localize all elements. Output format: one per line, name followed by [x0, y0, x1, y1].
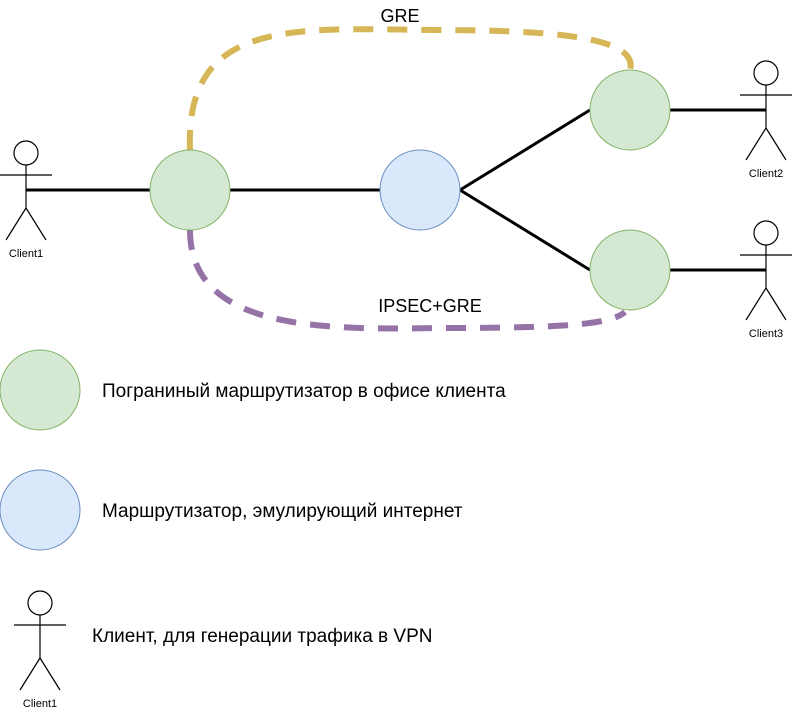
edge-router-1[interactable] [149, 149, 231, 231]
legend-client-actor-icon [14, 590, 66, 691]
legend-edge-router-text: Пограниный маршрутизатор в офисе клиента [102, 381, 506, 402]
client2-label: Client2 [749, 168, 783, 180]
legend-internet-router-text: Маршрутизатор, эмулирующий интернет [102, 501, 463, 522]
gre-tunnel-label: GRE [380, 6, 419, 26]
legend-client-caption: Client1 [23, 698, 57, 710]
client1-actor-icon[interactable] [0, 140, 52, 241]
client3-actor-icon[interactable] [740, 220, 792, 321]
client1-label: Client1 [9, 248, 43, 260]
links [26, 108, 766, 272]
legend-internet-router-swatch [0, 469, 81, 551]
legend: Пограниный маршрутизатор в офисе клиента… [0, 349, 506, 710]
gre-tunnel [186, 26, 634, 151]
legend-client-text: Клиент, для генерации трафика в VPN [92, 626, 432, 647]
link-internet-router3 [459, 188, 591, 272]
edge-router-2[interactable] [589, 69, 671, 151]
ipsec-gre-tunnel [187, 229, 627, 332]
client3-label: Client3 [749, 328, 783, 340]
edge-router-3[interactable] [589, 229, 671, 311]
internet-router[interactable] [379, 149, 461, 231]
client2-actor-icon[interactable] [740, 60, 792, 161]
legend-edge-router-swatch [0, 349, 81, 431]
ipsec-gre-tunnel-label: IPSEC+GRE [378, 296, 482, 316]
link-internet-router2 [459, 108, 591, 192]
